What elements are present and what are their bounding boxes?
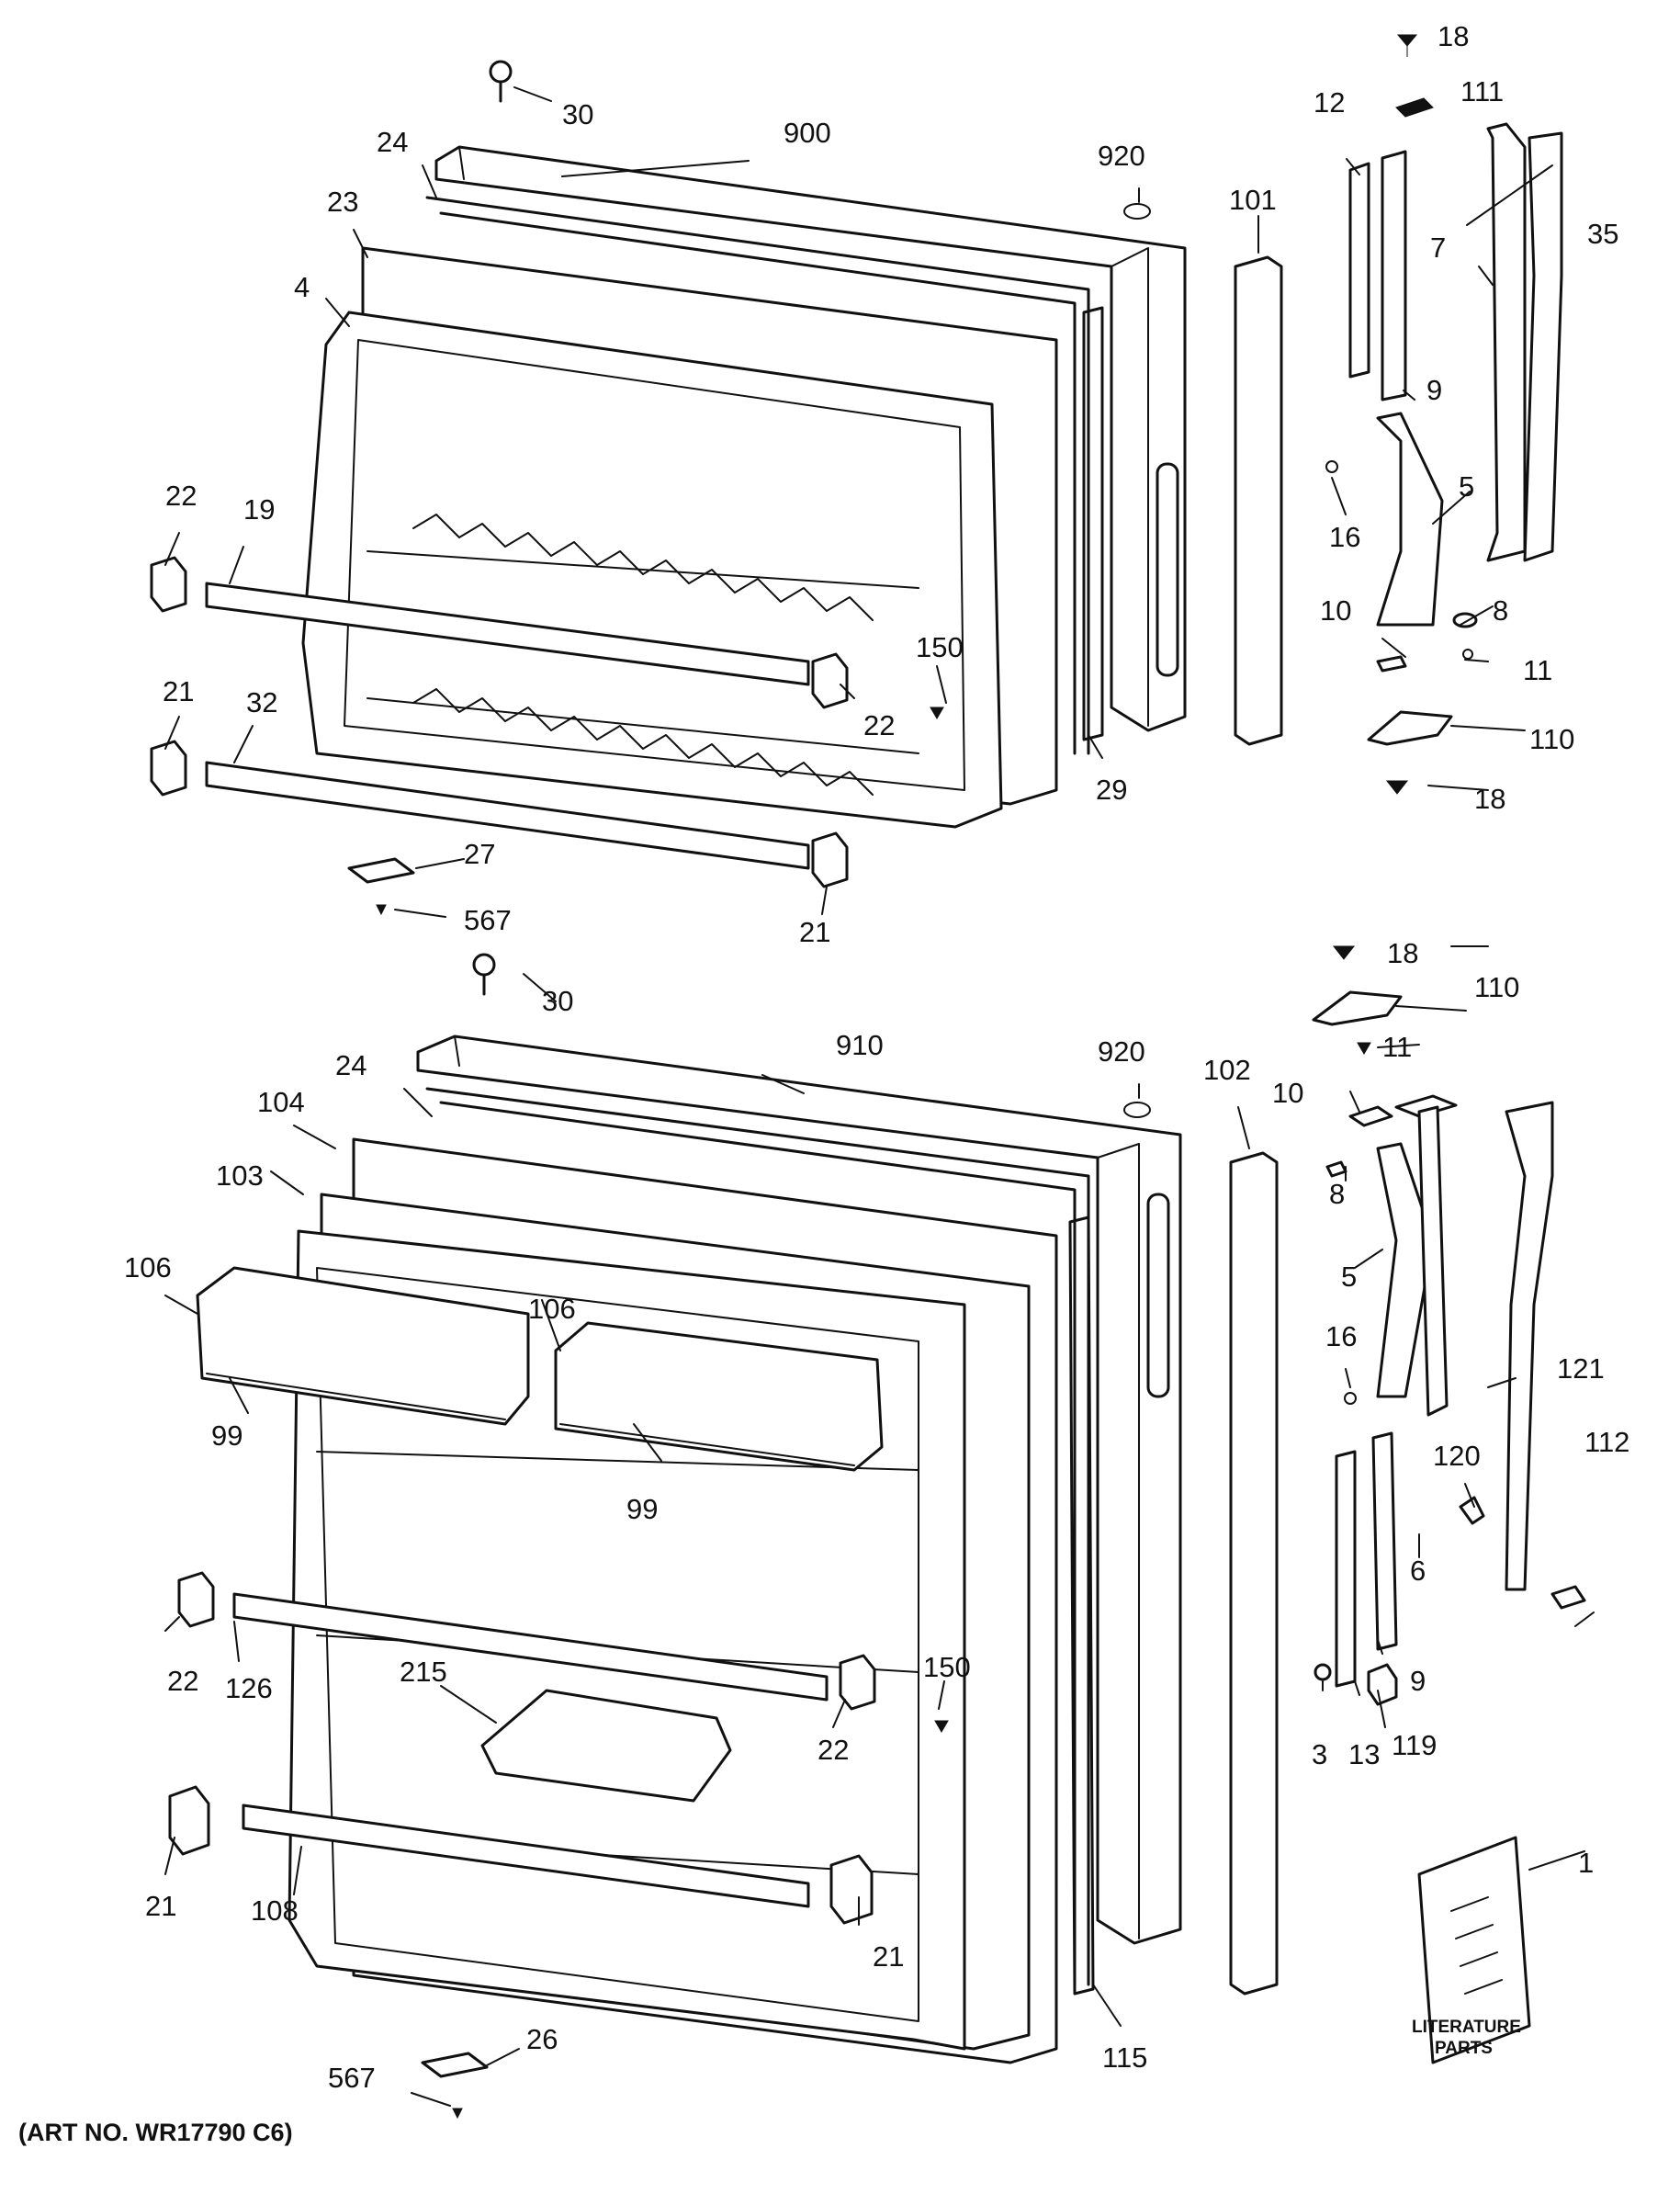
callout: 110 [1529,723,1574,755]
freezer-bracket-22-right [811,652,849,709]
callout: 7 [1430,232,1446,264]
callout: 29 [1096,774,1127,806]
butter-bin-106-right [554,1321,884,1472]
fresh-food-outer-door [416,1035,1182,1945]
fresh-food-shelf-bar-108 [242,1804,810,1908]
callout: 120 [1433,1440,1481,1472]
callout: 8 [1329,1178,1345,1210]
fresh-food-bracket-21-right [829,1854,874,1925]
callout: 115 [1102,2041,1147,2074]
fresh-food-bracket-22-left [177,1571,215,1628]
callout: 8 [1493,594,1508,627]
callout: 900 [784,117,831,149]
freezer-hinge-110 [1367,710,1453,746]
callout: 126 [225,1672,273,1704]
freezer-outer-door [434,145,1187,732]
callout: 21 [145,1890,176,1922]
callout: 215 [400,1656,447,1688]
fresh-food-door-strip-102 [1229,1151,1279,1996]
callout: 26 [526,2023,558,2055]
literature-label-line2: PARTS [1435,2039,1493,2058]
freezer-shelf-bar-19 [205,582,810,686]
freezer-bracket-21-left [150,740,187,797]
callout: 18 [1438,20,1469,52]
callout: 106 [528,1293,576,1325]
callout: 23 [327,186,358,218]
door-bin-215 [480,1689,732,1803]
callout-labels: 18 30 111 12 900 920 24 101 23 35 7 4 9 … [18,20,1629,2146]
callout: 103 [216,1159,264,1192]
callout: 11 [1382,1031,1412,1063]
callout: 6 [1410,1555,1426,1587]
callout: 910 [836,1029,884,1061]
fresh-food-door-assembly [168,945,1586,2120]
fresh-food-bracket-21-left [168,1785,210,1856]
callout: 16 [1329,521,1360,553]
callout: 920 [1098,140,1145,172]
callout: 24 [377,126,408,158]
callout: 21 [873,1940,904,1973]
callout: 18 [1387,937,1418,969]
callout: 32 [246,686,277,718]
callout: 111 [1460,75,1504,107]
callout: 10 [1272,1077,1303,1109]
callout: 30 [562,98,593,130]
callout: 1 [1578,1847,1594,1879]
freezer-door-strip-101 [1234,255,1283,746]
callout: 101 [1229,184,1277,216]
callout: 4 [294,271,310,303]
callout: 18 [1474,783,1505,815]
callout: 12 [1314,86,1345,119]
freezer-bracket-22-left [150,556,187,613]
callout: 9 [1426,374,1442,406]
callout: 106 [124,1251,172,1283]
callout: 110 [1474,971,1519,1003]
fresh-food-shelf-bar-126 [232,1592,829,1702]
callout: 119 [1392,1729,1437,1761]
callout: 22 [165,480,197,512]
callout: 19 [243,493,275,526]
callout: 112 [1584,1426,1629,1458]
callout: 567 [328,2062,376,2094]
callout: 99 [211,1419,242,1452]
callout: 9 [1410,1665,1426,1697]
callout: 3 [1312,1738,1327,1770]
callout: 10 [1320,594,1351,627]
freezer-door-assembly [150,34,1563,916]
freezer-bracket-21-right [811,831,849,888]
callout: 150 [923,1651,971,1683]
fresh-food-door-gasket [425,1087,1090,1986]
callout: 920 [1098,1035,1145,1068]
freezer-shelf-bar-32 [205,761,810,870]
callout: 5 [1341,1261,1357,1293]
callout: 99 [626,1493,658,1525]
fresh-food-hinge-110 [1312,990,1403,1026]
callout: 150 [916,631,964,663]
callout: 102 [1203,1054,1251,1086]
callout: 104 [257,1086,305,1118]
callout: 108 [251,1894,299,1927]
callout: 24 [335,1049,366,1081]
callout: 21 [163,675,194,707]
art-number: (ART NO. WR17790 C6) [18,2119,293,2146]
callout: 30 [542,985,573,1017]
callout: 13 [1348,1738,1380,1770]
callout: 35 [1587,218,1618,250]
literature-parts-booklet [1417,1836,1531,2064]
fresh-food-bracket-22-right [839,1654,876,1711]
callout: 121 [1557,1352,1605,1385]
callout: 27 [464,838,495,870]
callout: 5 [1459,470,1474,503]
callout: 16 [1325,1320,1357,1352]
callout: 567 [464,904,512,936]
callout: 22 [863,709,895,741]
literature-label-line1: LITERATURE [1412,2018,1521,2037]
freezer-door-gasket [425,196,1090,755]
callout: 22 [817,1734,849,1766]
leader-lines [164,86,1595,2107]
callout: 21 [799,916,830,948]
callout: 22 [167,1665,198,1697]
callout: 11 [1523,654,1552,686]
